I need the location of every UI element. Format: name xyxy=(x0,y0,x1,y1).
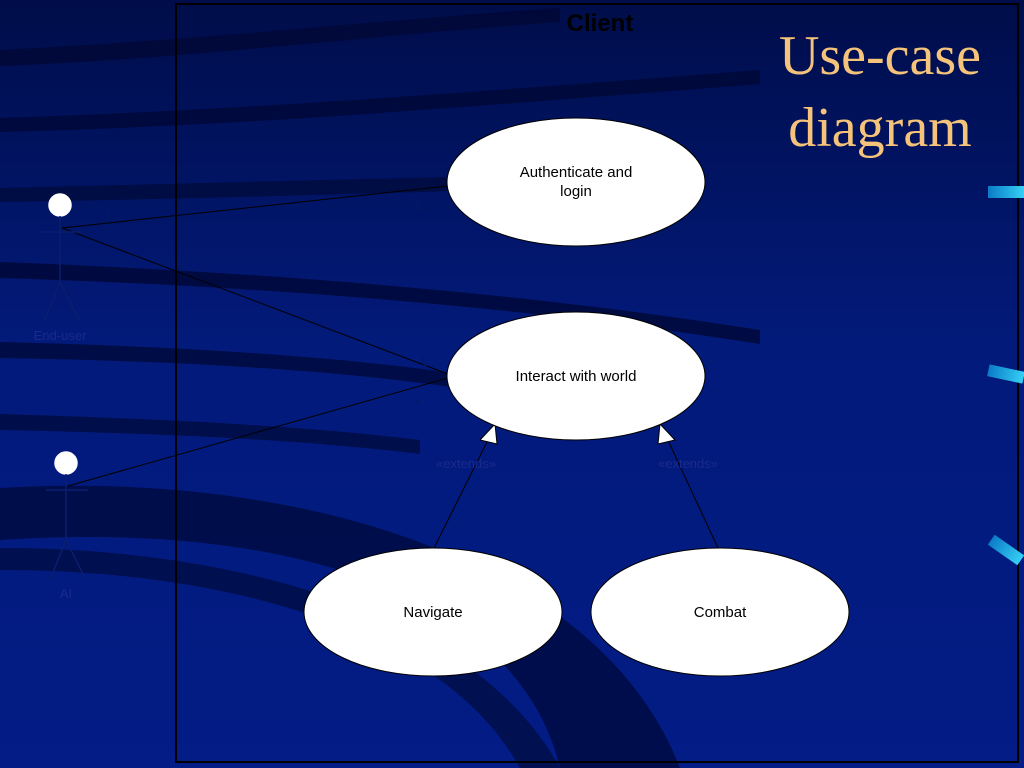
use-case-navigate-shape xyxy=(303,547,563,677)
extends-arrowhead-navigate xyxy=(479,422,498,445)
actor-ai-figure xyxy=(46,451,88,581)
use-case-authenticate[interactable]: Authenticate and login xyxy=(480,150,672,214)
use-case-authenticate-shape xyxy=(446,117,706,247)
use-case-navigate[interactable]: Navigate xyxy=(337,580,529,644)
use-case-interact[interactable]: Interact with world xyxy=(480,344,672,408)
actor-end-user-figure xyxy=(40,193,82,323)
extends-label-combat: «extends» xyxy=(658,456,718,471)
multiplicity-ai-interact-from: 1 xyxy=(104,468,112,483)
extends-arrowhead-combat xyxy=(657,422,676,445)
multiplicity-enduser-auth-from: 1 xyxy=(104,208,112,223)
use-case-combat[interactable]: Combat xyxy=(624,580,816,644)
multiplicity-enduser-interact-to: 1 xyxy=(420,354,428,369)
extends-line-combat xyxy=(665,435,719,549)
multiplicity-enduser-auth-to: 1 xyxy=(414,198,422,213)
slide-title-line2: diagram xyxy=(788,97,972,159)
use-case-combat-shape xyxy=(590,547,850,677)
actor-end-user-label: End-user xyxy=(33,328,87,343)
use-case-interact-shape xyxy=(446,311,706,441)
accent-bar-1 xyxy=(988,186,1024,198)
multiplicity-enduser-interact-from: 1 xyxy=(104,246,112,261)
system-boundary-label: Client xyxy=(566,10,634,37)
extends-label-navigate: «extends» xyxy=(436,456,496,471)
association-enduser-authenticate xyxy=(61,185,449,229)
extends-line-navigate xyxy=(433,435,491,549)
system-boundary xyxy=(175,3,1019,763)
actor-ai-label: AI xyxy=(59,586,73,601)
use-case-authenticate-label-line1: Authenticate and xyxy=(519,164,633,181)
use-case-interact-label: Interact with world xyxy=(515,367,637,385)
use-case-combat-label: Combat xyxy=(693,603,747,621)
association-ai-interact xyxy=(67,377,449,487)
slide-title: Use-case diagram xyxy=(740,20,1020,164)
use-case-navigate-label: Navigate xyxy=(403,603,463,621)
slide-title-line1: Use-case xyxy=(778,25,982,87)
use-case-authenticate-label-line2: login xyxy=(560,183,592,200)
association-enduser-interact xyxy=(61,227,449,375)
multiplicity-ai-interact-to: * xyxy=(414,396,420,411)
